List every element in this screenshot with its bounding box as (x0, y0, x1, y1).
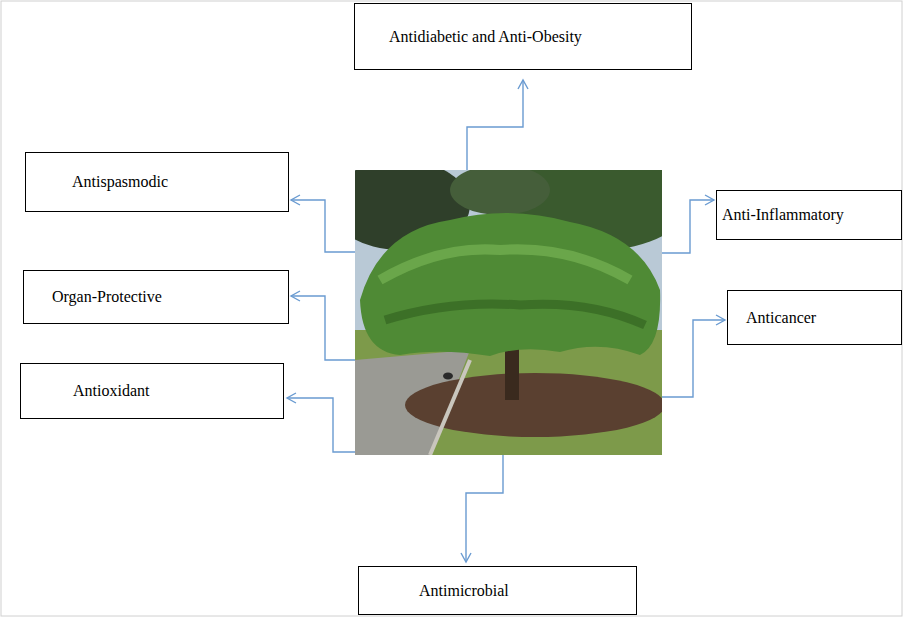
leader-arrow (287, 398, 355, 452)
leader-arrow (662, 200, 714, 253)
effect-box: Anticancer (727, 290, 902, 345)
canopy-highlight (380, 249, 630, 280)
leader-arrow (291, 200, 355, 252)
effect-label: Anti-Inflammatory (722, 205, 844, 224)
leader-arrow (662, 320, 725, 397)
leader-arrow (466, 455, 503, 562)
tree-canopy (360, 213, 660, 356)
effect-box: Antioxidant (20, 363, 284, 419)
curb (430, 360, 470, 455)
leader-arrow (467, 80, 523, 170)
leader-arrow (291, 296, 355, 360)
effect-box: Organ-Protective (23, 270, 289, 324)
bird (443, 373, 453, 380)
effect-label: Antimicrobial (419, 581, 509, 600)
canopy-shade (385, 304, 645, 325)
effect-label: Organ-Protective (52, 287, 162, 306)
effect-label: Antioxidant (73, 381, 149, 400)
effect-label: Anticancer (746, 308, 816, 327)
effect-box: Anti-Inflammatory (716, 190, 902, 240)
background-tree (450, 170, 550, 215)
effect-box: Antimicrobial (358, 566, 637, 615)
effect-label: Antispasmodic (72, 172, 168, 191)
tree-trunk (505, 345, 519, 400)
arrows (287, 80, 725, 562)
effect-box: Antispasmodic (25, 152, 289, 212)
mulberry-tree-photo (355, 170, 662, 455)
effect-box: Antidiabetic and Anti-Obesity (354, 3, 692, 70)
effect-label: Antidiabetic and Anti-Obesity (389, 27, 582, 46)
